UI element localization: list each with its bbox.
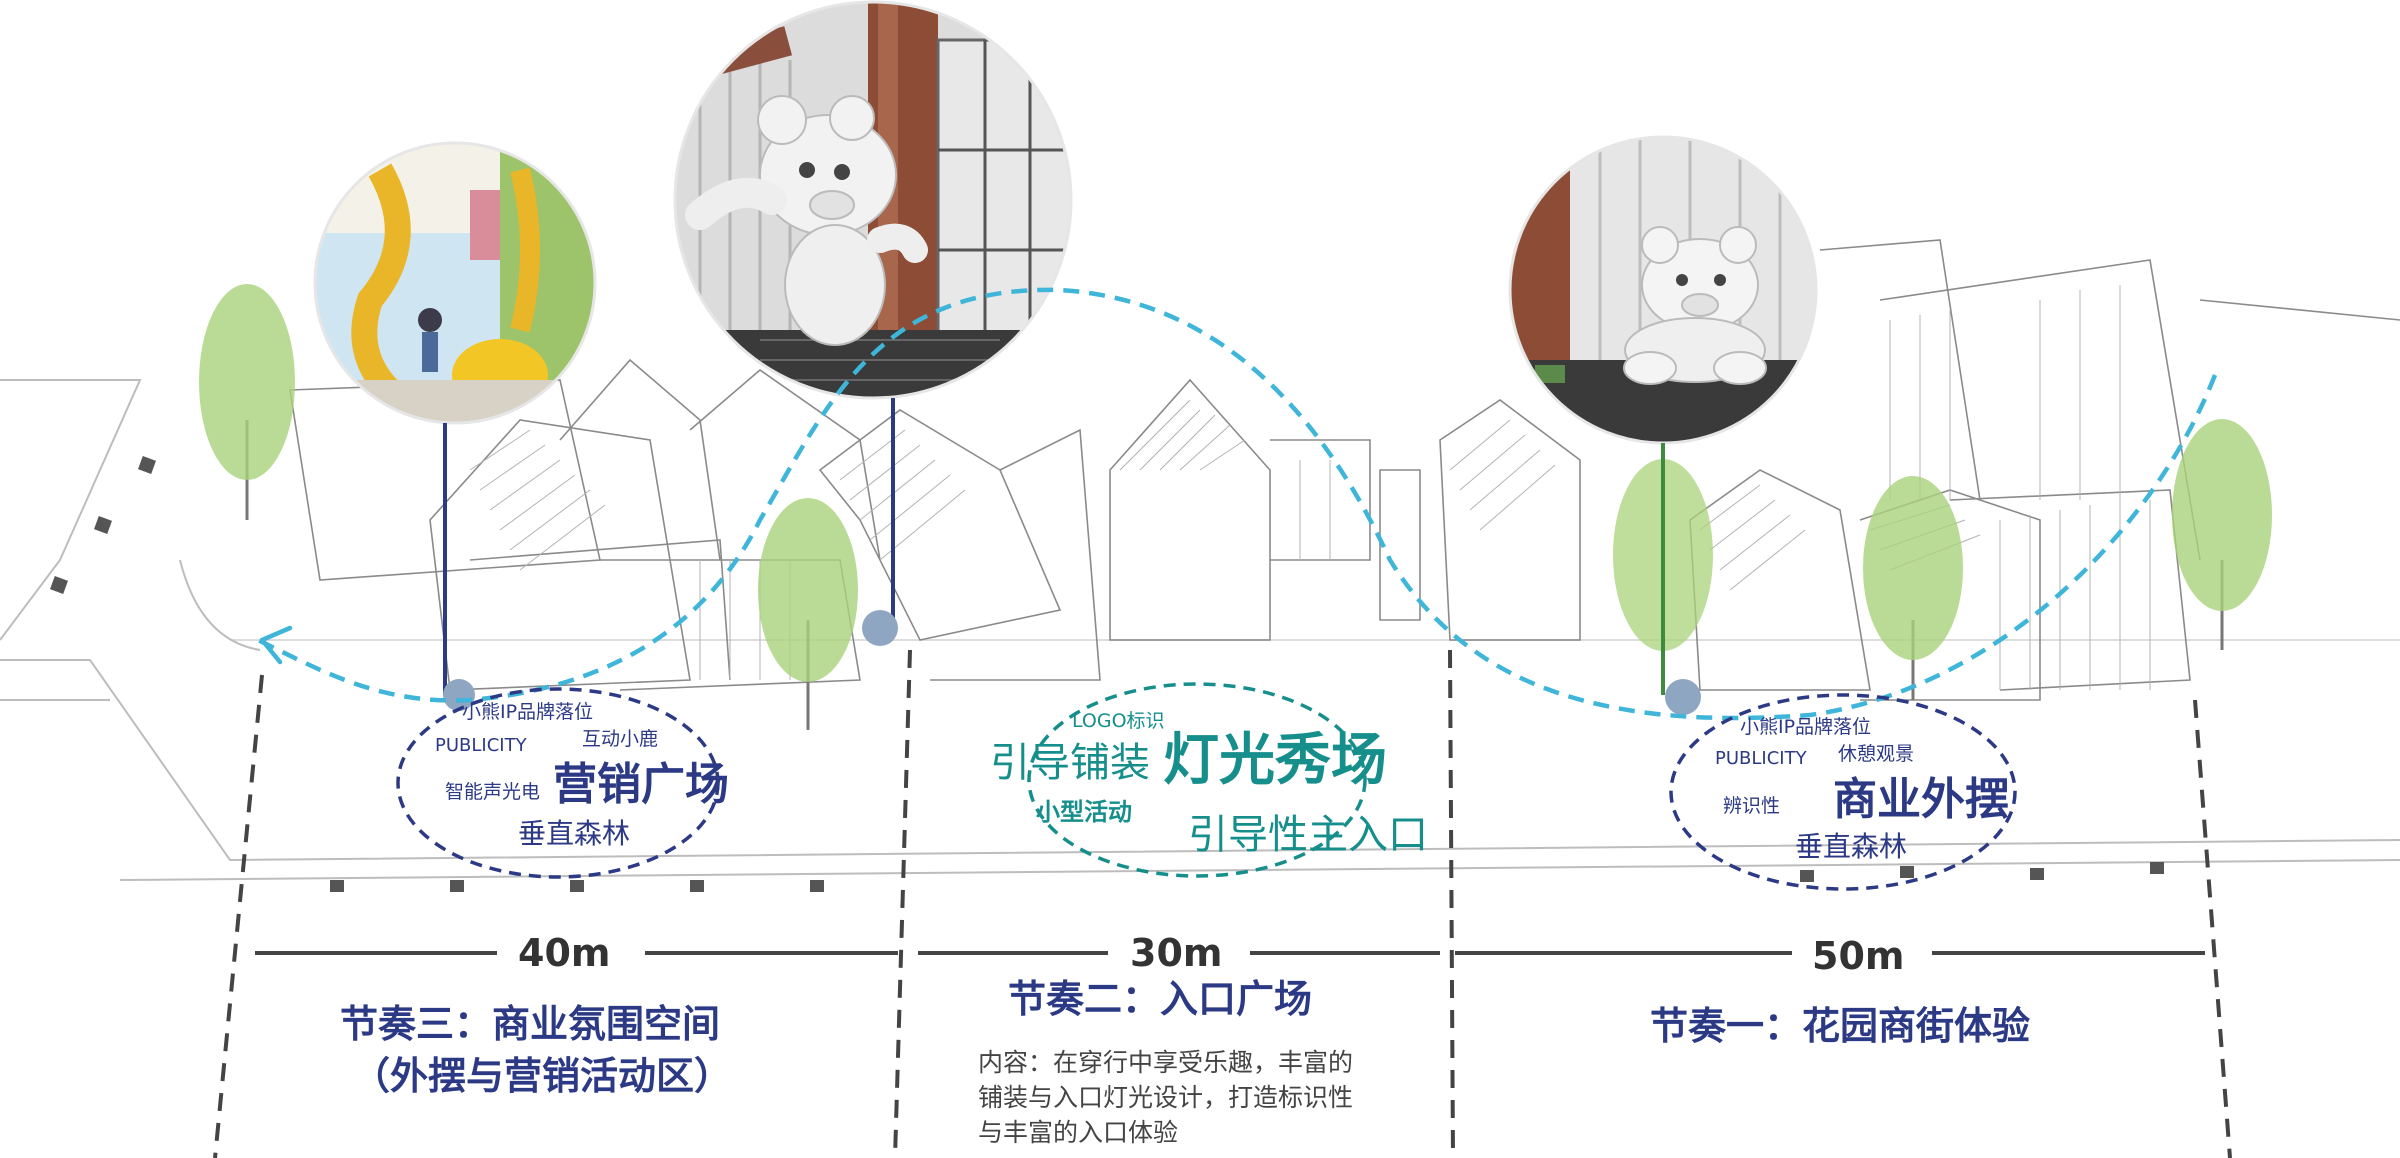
distance-label: 50m bbox=[1812, 934, 1905, 978]
callout-pins bbox=[443, 398, 1701, 715]
zone-sub-label: 垂直森林 bbox=[518, 817, 631, 850]
tag-publicity: PUBLICITY bbox=[1715, 748, 1807, 769]
tag-rest-view: 休憩观景 bbox=[1838, 743, 1915, 765]
zone-dividers bbox=[213, 649, 2232, 1158]
tag-identity: 辨识性 bbox=[1723, 795, 1781, 817]
rhythm-title: 节奏一：花园商街体验 bbox=[1650, 1004, 2031, 1048]
flow-curve bbox=[257, 287, 2218, 721]
description-line: 铺装与入口灯光设计，打造标识性 bbox=[978, 1083, 1354, 1112]
zone-sub-label: 垂直森林 bbox=[1795, 830, 1908, 863]
distance-label: 30m bbox=[1130, 931, 1223, 975]
rhythm-subtitle: （外摆与营销活动区） bbox=[352, 1054, 733, 1098]
tag-logo: LOGO标识 bbox=[1072, 710, 1165, 732]
tree bbox=[199, 284, 295, 520]
bear-sculpture-wall-circle bbox=[673, 0, 1073, 400]
activity-label: 小型活动 bbox=[1036, 798, 1132, 826]
tree bbox=[2172, 419, 2272, 650]
rhythm-title: 节奏三：商业氛围空间 bbox=[340, 1002, 721, 1046]
zone-main-label: 营销广场 bbox=[553, 759, 729, 810]
entry-label: 引导性主入口 bbox=[1188, 812, 1428, 858]
tag-deer: 互动小鹿 bbox=[582, 728, 659, 750]
paving-label: 引导铺装 bbox=[990, 740, 1150, 786]
kids-play-photo-circle bbox=[313, 141, 597, 425]
rhythm-title: 节奏二：入口广场 bbox=[1008, 977, 1313, 1021]
sidewalk-markers bbox=[50, 456, 2164, 892]
tree bbox=[758, 498, 858, 730]
roof-hatching bbox=[469, 285, 2151, 690]
tree bbox=[1863, 476, 1963, 700]
tag-ip-brand: 小熊IP品牌落位 bbox=[462, 701, 594, 723]
building-sketches bbox=[289, 239, 2400, 701]
description-line: 与丰富的入口体验 bbox=[978, 1118, 1179, 1147]
tag-ip-brand: 小熊IP品牌落位 bbox=[1740, 716, 1872, 738]
zone-ellipses bbox=[396, 682, 2017, 891]
tag-publicity: PUBLICITY bbox=[435, 735, 527, 756]
zone-main-label: 商业外摆 bbox=[1833, 774, 2009, 825]
distance-label: 40m bbox=[518, 931, 611, 975]
bear-sculpture-sitting-circle bbox=[1508, 135, 1818, 445]
zone-main-label: 灯光秀场 bbox=[1163, 728, 1387, 793]
description-line: 内容：在穿行中享受乐趣，丰富的 bbox=[978, 1048, 1354, 1077]
tag-sound-light: 智能声光电 bbox=[445, 781, 541, 803]
